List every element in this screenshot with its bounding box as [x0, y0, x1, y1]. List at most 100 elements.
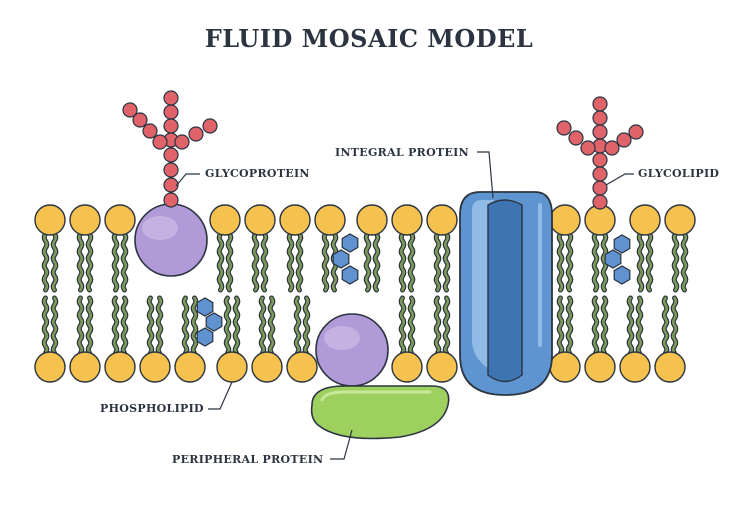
label-leaders	[175, 151, 634, 460]
lipid-tail	[364, 232, 371, 292]
cholesterol-ring	[341, 233, 359, 253]
sugar-bead	[163, 192, 179, 208]
phospholipid-head	[549, 351, 581, 383]
leader-peripheral-protein	[330, 429, 353, 460]
sugar-bead	[568, 130, 584, 146]
cholesterol-ring	[613, 265, 631, 285]
phospholipid-head	[654, 351, 686, 383]
lipid-tail	[672, 232, 679, 292]
label-glycoprotein: GLYCOPROTEIN	[205, 167, 310, 180]
lipid-tail	[224, 296, 231, 355]
sugar-bead	[592, 96, 608, 112]
sugar-bead	[122, 102, 138, 118]
sugar-bead	[163, 162, 179, 178]
lipid-tail	[226, 232, 233, 292]
lipid-tail	[77, 232, 84, 292]
sugar-bead	[592, 166, 608, 182]
lipid-tail	[86, 296, 93, 355]
sugar-bead	[592, 124, 608, 140]
sugar-bead	[142, 123, 158, 139]
phospholipid-head	[356, 204, 388, 236]
cholesterol-ring	[196, 297, 214, 317]
sugar-bead	[592, 110, 608, 126]
lipid-tail	[399, 232, 406, 292]
lipid-tail	[261, 232, 268, 292]
lipid-tail	[646, 232, 653, 292]
lipid-tail	[601, 232, 608, 292]
cholesterol-ring	[205, 312, 223, 332]
lipid-tail	[294, 296, 301, 355]
proteins	[122, 90, 644, 440]
phospholipid-head	[209, 204, 241, 236]
phospholipid-head	[174, 351, 206, 383]
phospholipid-head	[391, 204, 423, 236]
phospholipid-head	[69, 351, 101, 383]
phospholipid-head	[629, 204, 661, 236]
lipid-tail	[121, 232, 128, 292]
lipid-tail	[434, 232, 441, 292]
lipid-tail	[601, 296, 608, 355]
lipid-tail	[86, 232, 93, 292]
phospholipid-head	[314, 204, 346, 236]
label-phospholipid: PHOSPHOLIPID	[100, 402, 204, 415]
lipid-tail	[592, 232, 599, 292]
phospholipid-head	[104, 204, 136, 236]
peripheral-protein-highlight	[320, 390, 432, 402]
label-glycolipid: GLYCOLIPID	[638, 167, 720, 180]
leader-glycoprotein	[175, 173, 200, 187]
sugar-bead	[592, 180, 608, 196]
lipid-tail	[322, 232, 329, 292]
phospholipid-head	[584, 351, 616, 383]
lipid-tail	[671, 296, 678, 355]
lipid-tail	[681, 232, 688, 292]
lipid-tail	[259, 296, 266, 355]
sugar-bead	[202, 118, 218, 134]
phospholipid-head	[139, 351, 171, 383]
sugar-bead	[163, 177, 179, 193]
lipid-tail	[42, 296, 49, 355]
lipid-tail	[112, 296, 119, 355]
sugar-bead	[163, 90, 179, 106]
lipid-tail	[268, 296, 275, 355]
globular-protein	[315, 313, 389, 387]
sugar-bead	[163, 147, 179, 163]
lipid-tail	[557, 232, 564, 292]
lipid-tail	[112, 232, 119, 292]
lipid-tail	[217, 232, 224, 292]
sugar-bead	[152, 134, 168, 150]
phospholipid-head	[104, 351, 136, 383]
phospholipid-head	[549, 204, 581, 236]
leader-phospholipid	[208, 381, 233, 410]
sugar-bead	[188, 126, 204, 142]
lipid-tail	[303, 296, 310, 355]
glycoprotein-highlight	[142, 216, 178, 240]
phospholipid-head	[286, 351, 318, 383]
glycoprotein	[134, 203, 208, 277]
diagram-title: FLUID MOSAIC MODEL	[204, 24, 534, 53]
lipid-tail	[566, 232, 573, 292]
lipid-tail	[147, 296, 154, 355]
sugar-bead	[592, 194, 608, 210]
lipid-tail	[399, 296, 406, 355]
cholesterol-ring	[196, 327, 214, 347]
integral-protein-channel	[487, 199, 523, 383]
sugar-bead	[174, 134, 190, 150]
phospholipid-head	[216, 351, 248, 383]
lipid-tail	[252, 232, 259, 292]
lipid-tail	[592, 296, 599, 355]
lipid-tail	[408, 296, 415, 355]
lipid-tail	[191, 296, 198, 355]
leader-glycolipid	[605, 173, 634, 186]
phospholipid-head	[619, 351, 651, 383]
phospholipid-head	[34, 204, 66, 236]
lipid-tail	[51, 232, 58, 292]
lipid-tail	[156, 296, 163, 355]
globular-protein-highlight	[324, 326, 360, 350]
sugar-bead	[163, 118, 179, 134]
lipid-tail	[627, 296, 634, 355]
sugar-bead	[604, 140, 620, 156]
label-peripheral-protein: PERIPHERAL PROTEIN	[172, 453, 324, 466]
lipid-tail	[182, 296, 189, 355]
